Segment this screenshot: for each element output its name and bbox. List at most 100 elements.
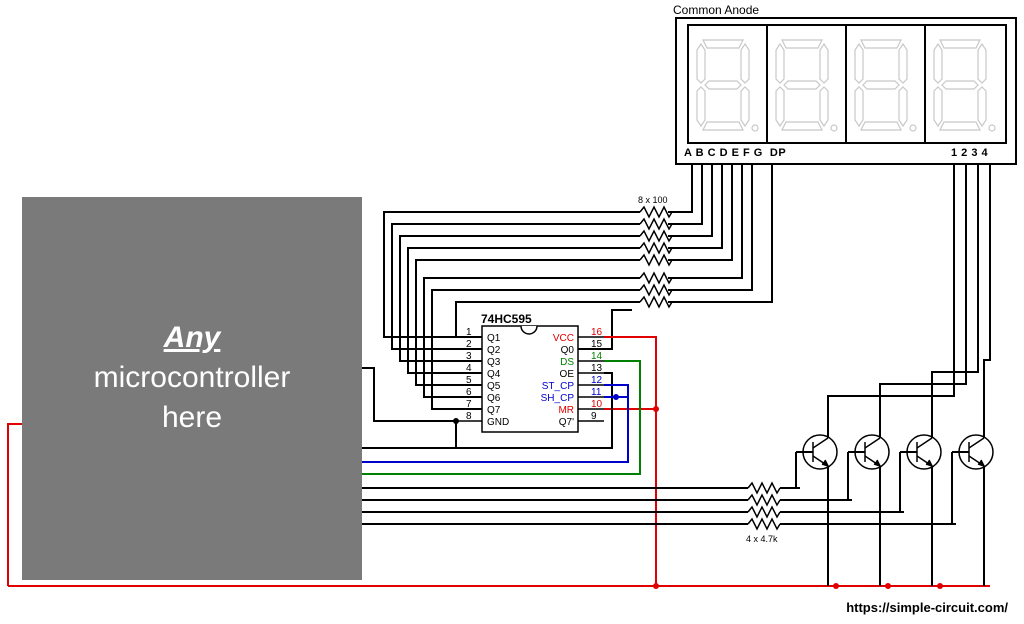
vcc-to-mcu — [7, 423, 22, 586]
segment-wire — [455, 301, 640, 337]
base-resistor — [747, 493, 781, 507]
ic-pin-number: 12 — [591, 375, 603, 386]
base-resistor-label: 4 x 4.7k — [746, 534, 778, 544]
segment-resistor — [639, 283, 673, 297]
ic-pin-label: Q7 — [487, 405, 501, 416]
segment-resistor-label: 8 x 100 — [638, 195, 668, 205]
digit-wire — [983, 164, 991, 438]
transistor-arrow — [821, 459, 830, 468]
ic-pin-label: ST_CP — [542, 381, 575, 392]
segment-wire — [668, 164, 713, 237]
segment-wire — [668, 164, 773, 303]
ic-pin-number: 2 — [466, 339, 472, 350]
ic-pin-number: 13 — [591, 363, 603, 374]
decimal-point-2 — [830, 124, 838, 132]
junction-dot — [613, 394, 619, 400]
ic-pin-label: OE — [560, 369, 575, 380]
segment-wire — [668, 164, 723, 249]
data-wire — [362, 360, 641, 475]
segment-resistor — [639, 205, 673, 219]
ic-pin-number: 7 — [466, 399, 472, 410]
q0-wire — [578, 309, 632, 350]
transistor — [854, 434, 890, 470]
gnd-wire — [362, 421, 457, 449]
digit-1 — [696, 39, 750, 131]
clock-wire — [362, 384, 629, 463]
ic-pin-number: 15 — [591, 339, 603, 350]
base-resistor — [747, 505, 781, 519]
ic-pin-label: Q7' — [559, 417, 574, 428]
ic-pin-number: 14 — [591, 351, 603, 362]
segment-wire — [399, 235, 640, 362]
transistor-collector — [812, 437, 829, 449]
segment-wire — [668, 164, 703, 225]
junction-dot — [937, 583, 943, 589]
digit-4 — [933, 39, 987, 131]
segment-wire — [668, 164, 743, 279]
ic-pin-number: 5 — [466, 375, 472, 386]
junction-dot — [653, 406, 659, 412]
vcc-wire — [604, 336, 657, 586]
digit-wire — [931, 164, 979, 438]
base-resistor — [747, 517, 781, 531]
footer-url[interactable]: https://simple-circuit.com/ — [846, 600, 1008, 615]
digit-3 — [854, 39, 908, 131]
segment-resistor — [639, 241, 673, 255]
transistor-arrow — [873, 459, 882, 468]
junction-dot — [653, 583, 659, 589]
transistor-collector — [916, 437, 933, 449]
transistor — [802, 434, 838, 470]
ic-name: 74HC595 — [481, 312, 532, 326]
digit-wire — [879, 164, 967, 438]
ic-pin-label: Q1 — [487, 333, 501, 344]
segment-resistor — [639, 295, 673, 309]
ic-pin-number: 6 — [466, 387, 472, 398]
digit-pin-labels: 1 2 3 4 — [951, 147, 989, 159]
segment-wire — [407, 247, 640, 374]
decimal-point-3 — [909, 124, 917, 132]
ic-pin-number: 11 — [591, 387, 602, 398]
junction-dot — [833, 583, 839, 589]
segment-wire — [415, 259, 640, 386]
segment-resistor — [639, 217, 673, 231]
ic-pin-label: VCC — [553, 333, 574, 344]
digit-wire — [827, 164, 955, 438]
segment-resistor — [639, 271, 673, 285]
mcu-label-microcontroller: microcontroller — [93, 361, 291, 394]
ic-pin-number: 3 — [466, 351, 472, 362]
ic-pin-number: 8 — [466, 411, 472, 422]
transistor — [958, 434, 994, 470]
segment-wire — [391, 223, 640, 350]
segment-resistor — [639, 229, 673, 243]
ic-pin-label: DS — [560, 357, 574, 368]
microcontroller-label: Any microcontroller here — [22, 318, 362, 438]
transistor-collector — [968, 437, 985, 449]
digit-2 — [775, 39, 829, 131]
segment-pin-labels: A B C D E F G DP — [684, 147, 787, 159]
shift-register-ic — [481, 325, 579, 433]
ic-pin-number: 9 — [591, 411, 597, 422]
ic-pin-label: Q4 — [487, 369, 501, 380]
ic-pin-number: 1 — [466, 327, 472, 338]
display-title: Common Anode — [673, 3, 760, 17]
ic-pin-label: GND — [487, 417, 509, 428]
ic-pin-number: 10 — [591, 399, 603, 410]
ic-pin-label: Q0 — [561, 345, 575, 356]
ic-pin-number: 4 — [466, 363, 472, 374]
mcu-label-any: Any — [163, 321, 221, 354]
mcu-label-here: here — [161, 401, 223, 434]
transistor-arrow — [977, 459, 986, 468]
ic-pin-label: SH_CP — [541, 393, 575, 404]
ic-pin-label: MR — [558, 405, 574, 416]
microcontroller-block — [22, 197, 362, 580]
ic-pin-label: Q2 — [487, 345, 501, 356]
segment-resistor — [639, 253, 673, 267]
transistor-collector — [864, 437, 881, 449]
junction-dot — [885, 583, 891, 589]
seven-segment-display — [675, 17, 1017, 165]
decimal-point-4 — [988, 124, 996, 132]
ic-pin-number: 16 — [591, 327, 603, 338]
oe-wire — [456, 372, 613, 449]
segment-wire — [668, 164, 693, 213]
